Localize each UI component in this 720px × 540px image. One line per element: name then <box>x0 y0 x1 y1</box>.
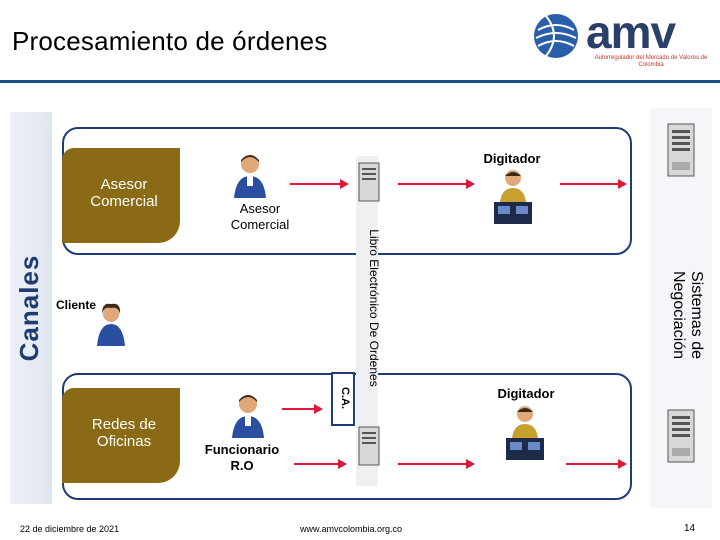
canales-banner <box>10 112 52 504</box>
header-divider <box>0 80 720 83</box>
workstation-icon <box>494 170 532 224</box>
page-number: 14 <box>684 523 696 534</box>
server-icon <box>358 162 380 202</box>
arrow-line <box>398 463 468 465</box>
server-icon <box>667 409 695 463</box>
digitador-bottom-label: Digitador <box>497 386 555 401</box>
arrow-head <box>618 459 627 469</box>
libro-electronico-label: Libro Electrónico De Ordenes <box>367 229 381 387</box>
page-title: Procesamiento de órdenes <box>12 26 328 56</box>
person-icon <box>234 155 266 198</box>
arrow-head <box>340 179 349 189</box>
funcionario-label: Funcionario R.O <box>204 442 280 473</box>
arrow-head <box>618 179 627 189</box>
ca-box <box>331 372 355 426</box>
arrow-head <box>466 179 475 189</box>
amv-globe-icon <box>534 14 578 58</box>
server-icon <box>667 123 695 177</box>
cliente-label: Cliente <box>56 298 97 312</box>
workstation-icon <box>506 406 544 460</box>
redes-oficinas-block <box>62 388 180 483</box>
arrow-line <box>294 463 340 465</box>
footer-url: www.amvcolombia.org.co <box>300 524 403 534</box>
sistemas-label-line2: Negociación <box>670 270 687 360</box>
amv-logo-subtitle: Autorregulador del Mercado de Valores de… <box>594 55 708 68</box>
arrow-line <box>560 183 620 185</box>
arrow-line <box>566 463 620 465</box>
redes-oficinas-block-label: Redes de Oficinas <box>91 416 157 450</box>
person-icon <box>232 395 264 438</box>
footer-date: 22 de diciembre de 2021 <box>20 524 120 534</box>
sistemas-label: Sistemas de Negociación <box>655 205 705 425</box>
arrow-head <box>466 459 475 469</box>
asesor-comercial-block-label: Asesor Comercial <box>90 176 158 210</box>
arrow-head <box>338 459 347 469</box>
arrow-line <box>398 183 468 185</box>
ca-label: C.A. <box>339 387 351 409</box>
asesor-person-label: Asesor Comercial <box>230 201 290 232</box>
arrow-line <box>290 183 342 185</box>
sistemas-label-line1: Sistemas de <box>688 270 705 360</box>
amv-logo: amv <box>586 6 676 58</box>
server-icon <box>358 426 380 466</box>
libro-electronico-bar <box>356 156 378 486</box>
canales-label: Canales <box>14 254 44 362</box>
digitador-top-label: Digitador <box>483 151 541 166</box>
arrow-head <box>314 404 323 414</box>
arrow-line <box>282 408 316 410</box>
person-icon <box>97 303 125 346</box>
asesor-comercial-block <box>62 148 180 243</box>
